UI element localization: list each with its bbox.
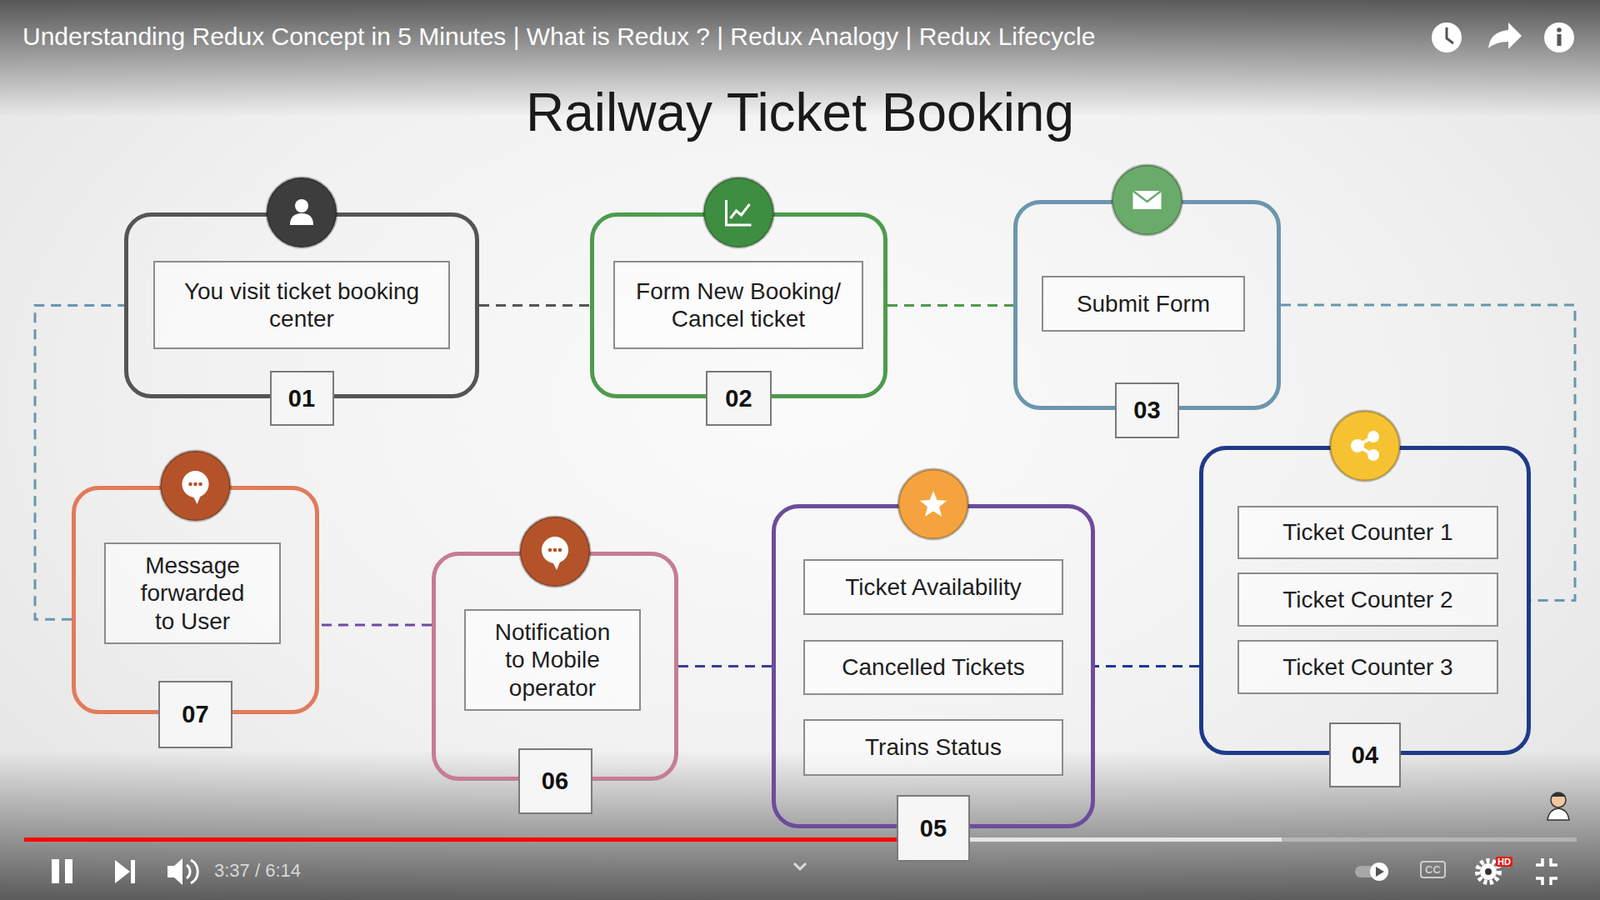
info-icon <box>1544 22 1575 53</box>
mail-icon <box>1133 190 1162 202</box>
step-number: 03 <box>1115 382 1180 439</box>
stage-box: 03Submit Form <box>1013 200 1281 410</box>
step-box: Notification to Mobile operator <box>464 609 641 711</box>
info-icon <box>1557 34 1562 46</box>
diagram-title: Railway Ticket Booking <box>0 81 1600 144</box>
step-box: You visit ticket booking center <box>153 260 450 350</box>
watch-later-icon <box>1446 27 1454 44</box>
step-box: Ticket Counter 2 <box>1237 572 1499 627</box>
stage-box: 04Ticket Counter 1Ticket Counter 2Ticket… <box>1199 445 1531 755</box>
stage-box: 02Form New Booking/ Cancel ticket <box>590 212 888 399</box>
next-icon <box>115 860 130 884</box>
chat-icon <box>193 482 198 487</box>
volume-icon <box>190 860 198 884</box>
share-icon <box>1367 430 1380 443</box>
info-icon <box>1556 27 1562 33</box>
icon-badge <box>520 516 590 587</box>
presenter-avatar <box>1550 792 1566 797</box>
icon-badge <box>160 450 231 521</box>
pause-icon <box>51 859 60 884</box>
chat-icon <box>541 536 569 564</box>
step-text: Message forwarded to User <box>130 551 255 635</box>
step-box: Trains Status <box>803 719 1064 776</box>
step-number: 04 <box>1329 722 1401 788</box>
step-text: Form New Booking/ Cancel ticket <box>626 277 850 333</box>
icon-badge <box>898 469 969 540</box>
dashed-connector <box>1095 665 1200 668</box>
step-box: Form New Booking/ Cancel ticket <box>613 260 864 350</box>
step-text: You visit ticket booking center <box>166 277 437 333</box>
step-box: Ticket Counter 1 <box>1237 505 1499 560</box>
dashed-connector <box>319 624 432 627</box>
chat-icon <box>558 548 563 553</box>
step-number: 07 <box>158 680 233 749</box>
stage-box: 06Notification to Mobile operator <box>431 551 679 781</box>
share-icon <box>1488 22 1522 50</box>
chat-icon <box>188 482 193 487</box>
time-display: 3:37 / 6:14 <box>214 860 301 882</box>
chat-icon <box>548 548 553 553</box>
stage-box: 01You visit ticket booking center <box>124 212 480 399</box>
stage-outline <box>774 506 1094 827</box>
icon-badge <box>704 177 775 248</box>
step-text: Cancelled Tickets <box>841 653 1025 681</box>
step-box: Cancelled Tickets <box>803 640 1064 695</box>
stage-outline <box>1201 448 1530 754</box>
hd-badge: HD <box>1495 856 1513 867</box>
autoplay-toggle <box>1370 862 1389 881</box>
gear-icon <box>1480 863 1497 880</box>
step-text: Submit Form <box>1076 290 1210 318</box>
share-icon <box>1350 439 1365 453</box>
step-text: Notification to Mobile operator <box>485 618 620 701</box>
stage-box: 05Ticket AvailabilityCancelled TicketsTr… <box>771 504 1095 829</box>
icon-badge <box>1330 410 1400 481</box>
person-icon <box>290 213 314 225</box>
dashed-connector <box>479 304 590 307</box>
person-icon <box>295 199 309 213</box>
step-text: Trains Status <box>865 733 1002 761</box>
step-box: Message forwarded to User <box>104 542 281 645</box>
step-box: Ticket Availability <box>803 559 1064 615</box>
fullscreen-exit-icon <box>1535 858 1558 885</box>
step-text: Ticket Availability <box>845 573 1022 601</box>
chat-icon <box>182 470 210 498</box>
next-icon <box>130 860 135 884</box>
chart-icon <box>730 204 750 219</box>
gear-icon <box>1485 868 1492 875</box>
step-number: 06 <box>518 748 593 815</box>
watch-later-icon <box>1431 22 1462 53</box>
share-icon <box>1367 449 1380 461</box>
dashed-connector <box>887 304 1014 307</box>
chevron-icon <box>794 863 806 870</box>
icon-badge <box>1112 165 1183 235</box>
volume-icon <box>186 865 190 879</box>
chat-icon <box>198 482 203 487</box>
presenter-avatar <box>1547 808 1570 820</box>
volume-icon <box>167 858 183 885</box>
dashed-connector <box>678 665 772 668</box>
step-box: Ticket Counter 3 <box>1237 640 1499 695</box>
autoplay-toggle <box>1375 866 1385 877</box>
star-icon <box>920 490 947 517</box>
video-title: Understanding Redux Concept in 5 Minutes… <box>22 22 1095 51</box>
icon-badge <box>266 177 337 248</box>
presenter-avatar <box>1550 792 1566 808</box>
mail-icon <box>1133 190 1162 210</box>
step-number: 02 <box>705 370 772 426</box>
step-box: Submit Form <box>1041 275 1245 332</box>
progress-buffer <box>24 837 1282 842</box>
step-text: Ticket Counter 2 <box>1282 585 1453 614</box>
chart-icon <box>726 200 752 225</box>
chat-icon <box>553 548 558 553</box>
step-text: Ticket Counter 1 <box>1282 518 1453 546</box>
step-number: 01 <box>270 370 335 426</box>
stage-box: 07Message forwarded to User <box>71 485 320 715</box>
captions-button: CC <box>1420 860 1446 879</box>
step-number: 05 <box>896 795 970 862</box>
step-text: Ticket Counter 3 <box>1282 653 1453 681</box>
progress-track <box>24 837 1577 842</box>
pause-icon <box>65 859 73 884</box>
progress-played <box>24 837 924 842</box>
